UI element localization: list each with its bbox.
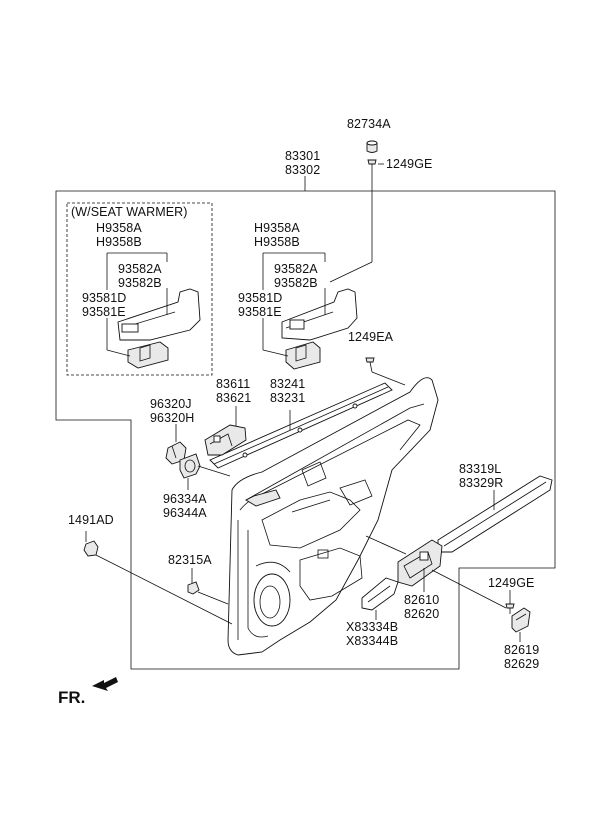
front-arrow-icon (92, 677, 118, 691)
label-83319L: 83319L (459, 462, 501, 476)
switch-unit-main (285, 341, 321, 370)
cap-82619 (511, 607, 531, 633)
label-93581D: 93581D (238, 291, 282, 305)
seat-warmer-box (66, 202, 213, 376)
label-83231: 83231 (270, 391, 305, 405)
label-82619: 82619 (504, 643, 539, 657)
door-trim-panel (227, 377, 439, 656)
label-1249GE-top: 1249GE (386, 157, 432, 171)
label-83621: 83621 (216, 391, 251, 405)
assembly-frame (55, 190, 556, 670)
screw-1249EA (365, 357, 375, 373)
label-H9358A: H9358A (254, 221, 300, 235)
clip-82315A (187, 581, 200, 595)
label-sw-93582B: 93582B (118, 276, 162, 290)
label-82610: 82610 (404, 593, 439, 607)
label-X83344B: X83344B (346, 634, 398, 648)
switch-unit-seat-warmer (127, 341, 169, 369)
switch-bezel-main (281, 288, 358, 341)
label-96320H: 96320H (150, 411, 194, 425)
label-93582B: 93582B (274, 276, 318, 290)
label-93582A: 93582A (274, 262, 318, 276)
label-83302: 83302 (285, 163, 320, 177)
label-1249GE-right: 1249GE (488, 576, 534, 590)
switch-bezel-seat-warmer (117, 288, 201, 341)
label-82315A: 82315A (168, 553, 212, 567)
label-96334A: 96334A (163, 492, 207, 506)
label-96320J: 96320J (150, 397, 192, 411)
label-83241: 83241 (270, 377, 305, 391)
label-sw-93581E: 93581E (82, 305, 126, 319)
label-82629: 82629 (504, 657, 539, 671)
screw-1249GE-top (367, 159, 377, 170)
label-H9358B: H9358B (254, 235, 300, 249)
label-1491AD: 1491AD (68, 513, 114, 527)
label-sw-H9358B: H9358B (96, 235, 142, 249)
label-93581E: 93581E (238, 305, 282, 319)
label-83329R: 83329R (459, 476, 503, 490)
label-sw-93581D: 93581D (82, 291, 126, 305)
label-sw-H9358A: H9358A (96, 221, 142, 235)
label-1249EA: 1249EA (348, 330, 394, 344)
label-83611: 83611 (216, 377, 250, 391)
label-X83334B: X83334B (346, 620, 398, 634)
label-82734A: 82734A (347, 117, 391, 131)
label-83301: 83301 (285, 149, 320, 163)
screw-1249GE-right (505, 603, 515, 614)
tweeter-96334A (179, 453, 201, 479)
cap-82734A (366, 140, 378, 153)
label-82620: 82620 (404, 607, 439, 621)
cover-X83334B (361, 577, 399, 611)
label-96344A: 96344A (163, 506, 207, 520)
inside-handle-82610 (397, 539, 443, 587)
seat-warmer-title: (W/SEAT WARMER) (71, 205, 188, 219)
front-marker-label: FR. (58, 688, 85, 707)
trim-strip-83241 (209, 382, 393, 469)
clip-1491AD (83, 540, 99, 557)
label-sw-93582A: 93582A (118, 262, 162, 276)
bracket-83611 (204, 424, 247, 456)
